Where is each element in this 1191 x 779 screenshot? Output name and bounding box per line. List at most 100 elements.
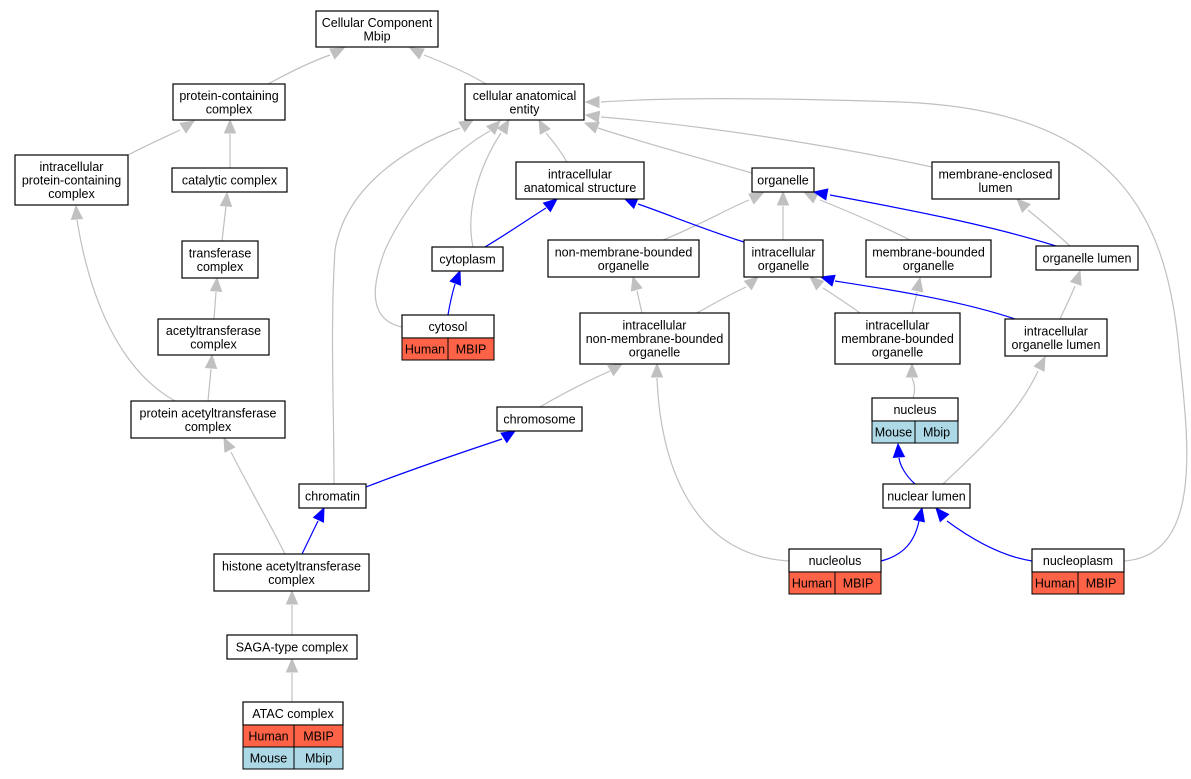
node-chromatin[interactable]: chromatin: [298, 483, 367, 509]
node-label-line: membrane-enclosed: [939, 167, 1053, 181]
node-label-line: intracellular: [623, 319, 687, 333]
node-label-line: protein-containing: [179, 89, 278, 103]
node-label-line: catalytic complex: [182, 174, 278, 188]
gene-label: Mbip: [923, 426, 950, 440]
edge-line: [267, 54, 331, 85]
node-label-line: intracellular: [1024, 324, 1088, 338]
edge-intracellular-non-membrane-bounded-organelle-to-non-membrane-bounded-organelle: [630, 275, 643, 314]
node-organelle-lumen[interactable]: organelle lumen: [1035, 245, 1139, 271]
node-catalytic-complex[interactable]: catalytic complex: [171, 167, 288, 193]
node-box: [1035, 245, 1139, 271]
node-label-line: cytosol: [429, 320, 468, 334]
edge-line: [946, 520, 1033, 562]
edge-line: [696, 286, 747, 314]
gene-cell: [834, 571, 882, 595]
node-label-line: chromatin: [305, 490, 360, 504]
node-label-line: organelle: [598, 259, 649, 273]
node-box: [751, 167, 815, 193]
edge-line: [539, 370, 611, 408]
edge-line: [1059, 285, 1076, 320]
node-label-line: nuclear lumen: [887, 490, 966, 504]
gene-cell: [447, 337, 495, 361]
edge-arrowhead: [748, 192, 765, 205]
edge-organelle-lumen-to-organelle: [812, 188, 1057, 247]
node-label-line: nucleus: [893, 403, 936, 417]
edge-arrowhead: [743, 276, 759, 291]
edge-intracellular-organelle-lumen-to-organelle-lumen: [1059, 269, 1082, 320]
gene-cell: [1077, 571, 1125, 595]
node-label-line: organelle: [757, 174, 808, 188]
node-label-line: transferase: [189, 246, 252, 260]
node-label-line: cytoplasm: [439, 253, 495, 267]
edge-arrowhead: [892, 442, 906, 458]
edge-arrowhead: [219, 191, 233, 207]
node-intracellular-non-membrane-bounded-organelle[interactable]: intracellularnon-membrane-boundedorganel…: [579, 312, 730, 365]
edge-nucleolus-to-nuclear-lumen: [880, 506, 926, 562]
edge-nucleoplasm-to-nuclear-lumen: [935, 507, 1033, 562]
edge-cytosol-to-cellular-anatomical-entity: [374, 120, 501, 328]
gene-cell: [914, 420, 959, 444]
node-nuclear-lumen[interactable]: nuclear lumen: [882, 483, 971, 509]
node-label-line: intracellular: [548, 167, 612, 181]
edge-line: [1027, 209, 1071, 247]
node-box: [298, 483, 367, 509]
species-label: Human: [792, 577, 832, 591]
edge-protein-containing-complex-to-root: [267, 47, 346, 85]
edge-arrowhead: [500, 430, 517, 444]
edge-cellular-anatomical-entity-to-root: [408, 47, 487, 85]
node-box: [834, 312, 961, 365]
edge-intracellular-organelle-to-organelle: [776, 190, 790, 240]
node-box: [181, 240, 259, 279]
node-cytoplasm[interactable]: cytoplasm: [431, 246, 504, 272]
edge-line: [301, 520, 319, 555]
node-label-line: non-membrane-bounded: [586, 332, 724, 346]
edge-nuclear-lumen-to-nucleus: [892, 442, 916, 485]
node-label-line: lumen: [978, 181, 1012, 195]
edge-arrowhead: [204, 353, 218, 369]
edge-line: [600, 98, 1188, 562]
gene-label: MBIP: [303, 730, 334, 744]
node-chromosome[interactable]: chromosome: [496, 406, 583, 432]
node-box: [226, 634, 358, 660]
edge-nuclear-lumen-to-intracellular-organelle-lumen: [942, 355, 1046, 485]
edge-arrowhead: [449, 269, 462, 286]
species-label: Mouse: [250, 752, 288, 766]
edge-organelle-to-cellular-anatomical-entity: [583, 121, 753, 174]
edge-line: [829, 194, 1057, 247]
node-box: [172, 83, 286, 121]
edge-arrowhead: [223, 436, 236, 453]
node-box: [1004, 318, 1108, 357]
node-organelle[interactable]: organelle: [751, 167, 815, 193]
node-label-line: ATAC complex: [252, 707, 334, 721]
node-label-line: protein acetyltransferase: [140, 406, 277, 420]
node-label-line: complex: [48, 187, 95, 201]
edge-arrowhead: [584, 110, 601, 124]
node-label-line: SAGA-type complex: [236, 641, 349, 655]
node-label-line: membrane-bounded: [872, 245, 985, 259]
node-saga-type-complex[interactable]: SAGA-type complex: [226, 634, 358, 660]
edge-line: [213, 291, 217, 320]
